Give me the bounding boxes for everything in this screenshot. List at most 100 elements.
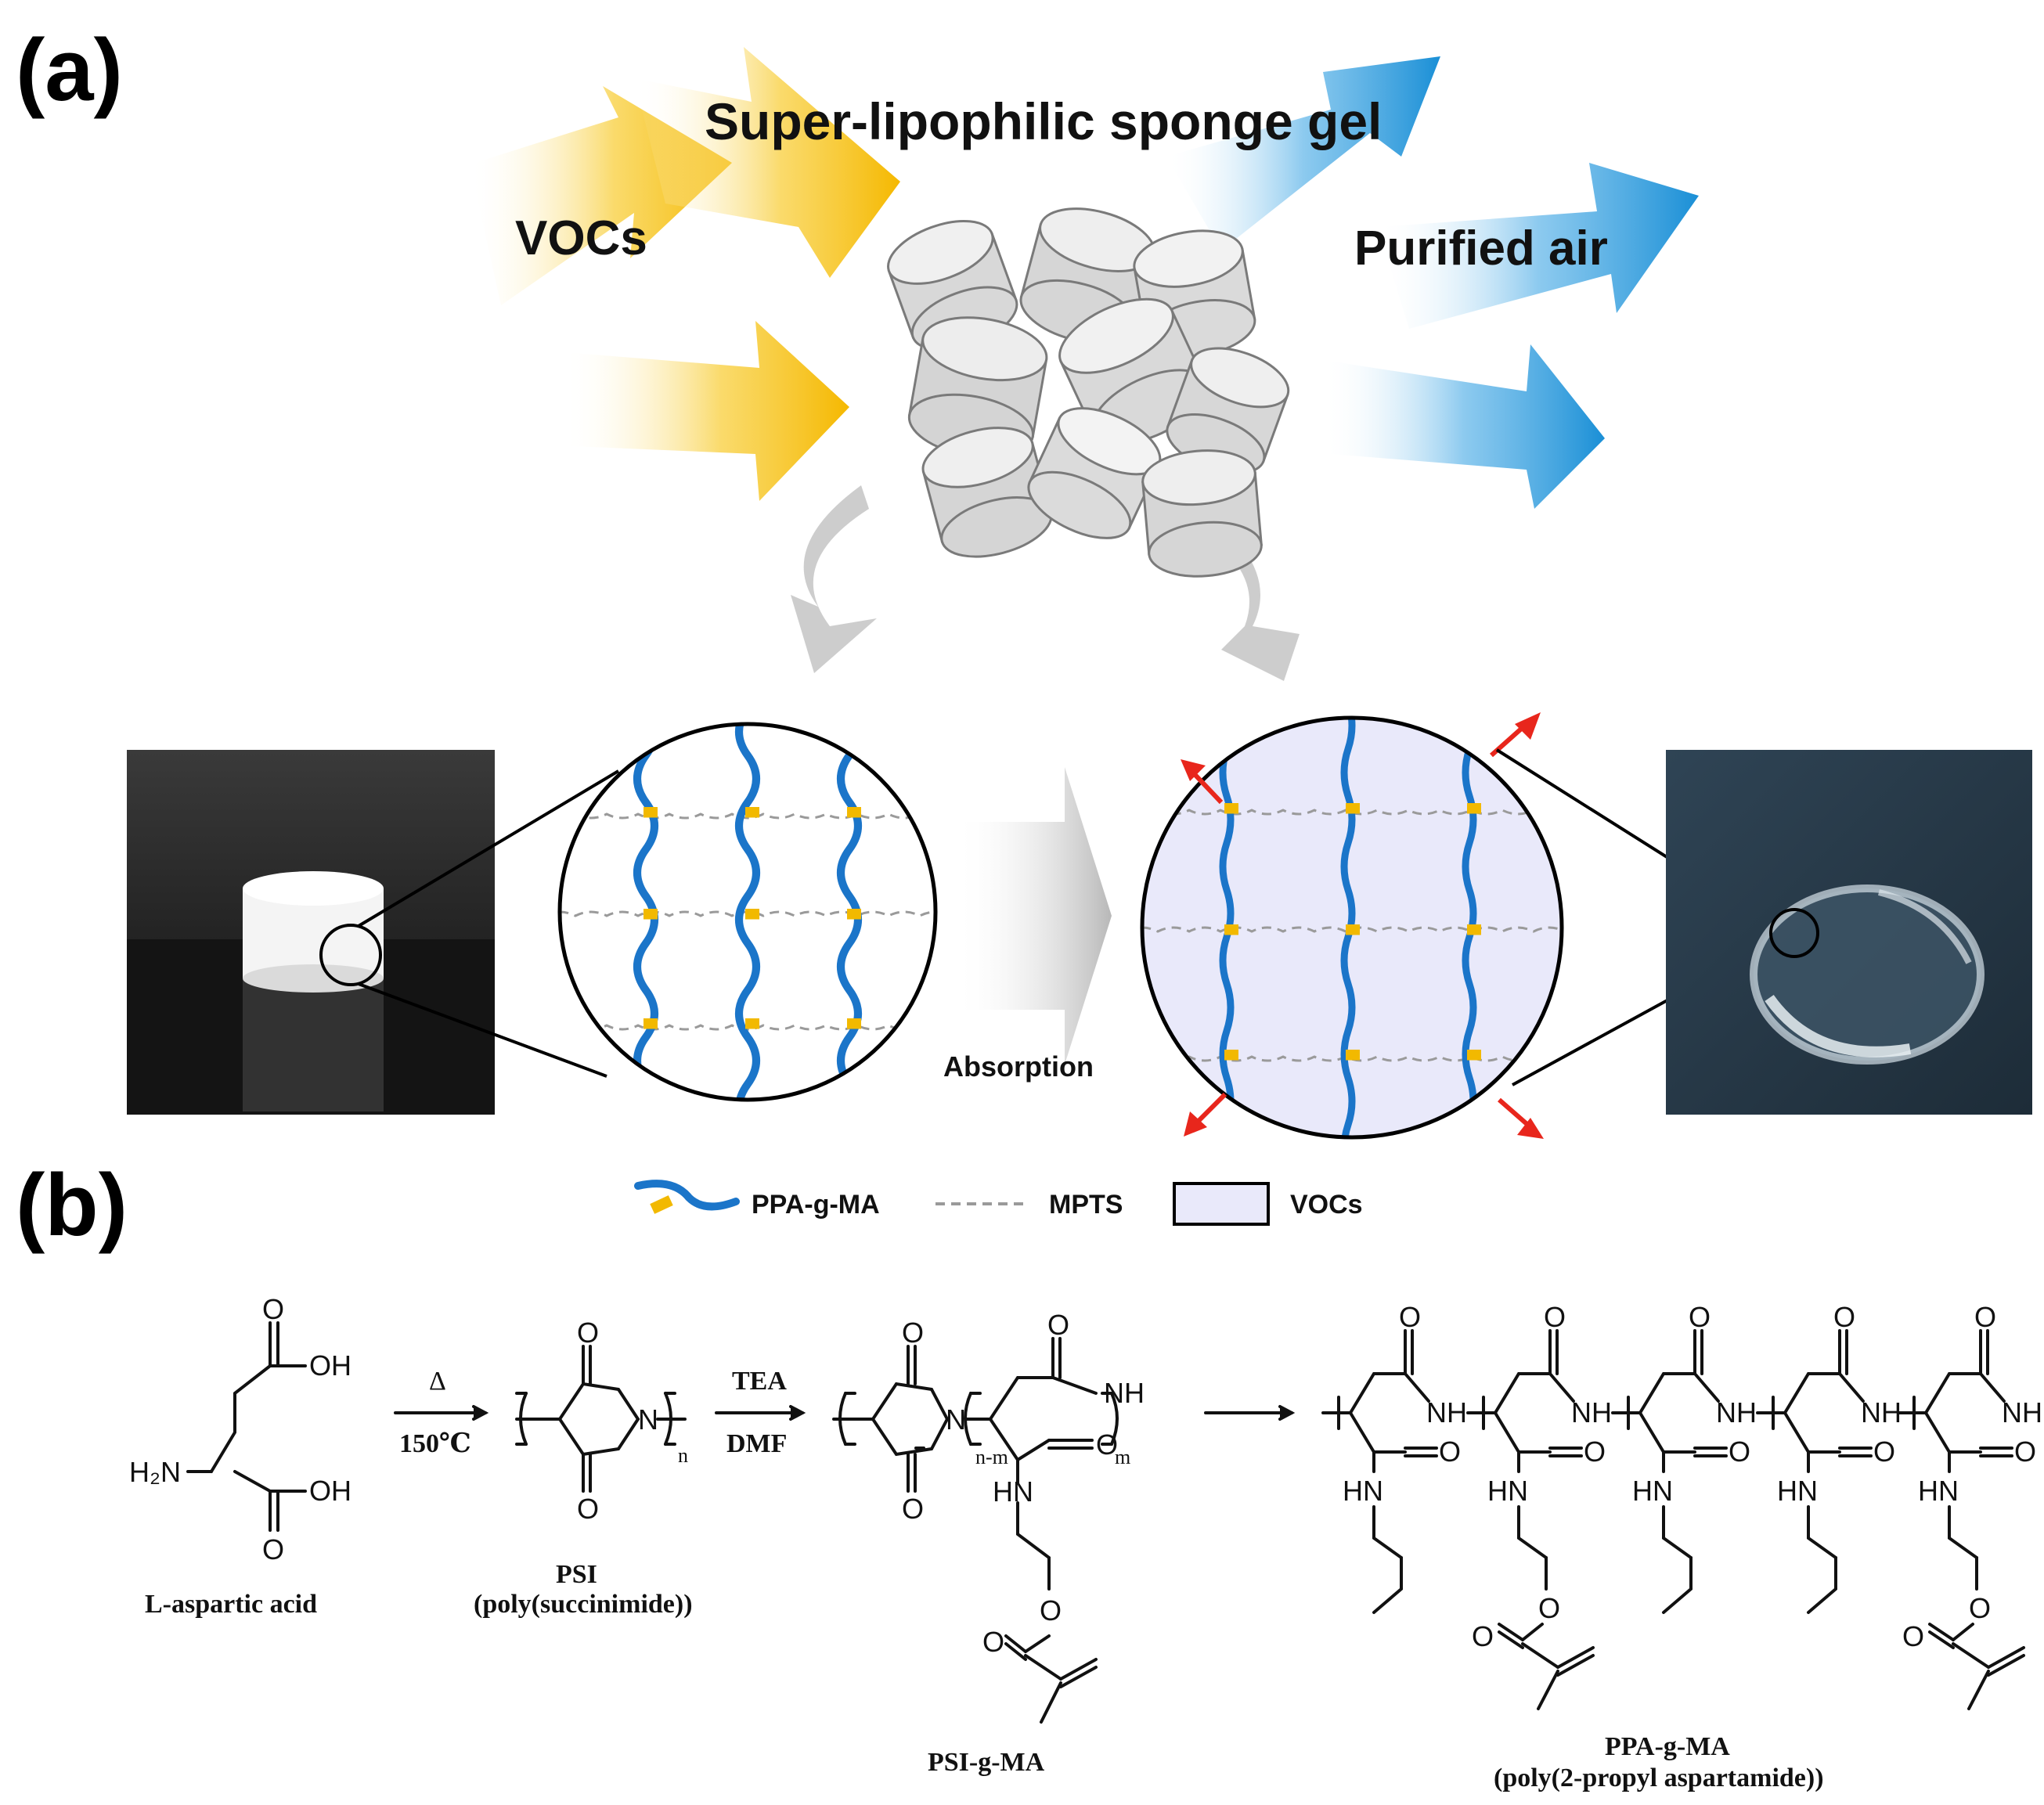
crosslink-point [1224,924,1238,935]
psi-o-top: O [577,1317,599,1349]
ppagma-atom: HN [1918,1475,1959,1507]
crosslink-point [1346,1050,1360,1061]
legend-polymer-label: PPA-g-MA [752,1190,880,1220]
ppagma-atom: O [1969,1592,1991,1624]
ppagma-atom: O [1584,1436,1606,1468]
psigma-n: N [946,1403,966,1436]
ppagma-atom: O [1902,1620,1924,1652]
photo-dry-gel [127,750,495,1115]
psigma-nh: NH [1104,1377,1145,1409]
air-arrow-3 [1323,344,1605,509]
psi-structure [515,1345,687,1493]
crosslinker-strand [1142,809,1562,816]
ppagma-atom: O [1833,1301,1855,1333]
panel-b-label: (b) [16,1156,128,1254]
crosslink-point [1467,1050,1481,1061]
aspartic-acid-structure [186,1321,307,1532]
ppagma-atom: O [1538,1592,1560,1624]
reaction-scheme [186,1321,2025,1724]
legend-solvent-label: VOCs [1290,1190,1363,1220]
crosslink-point [745,909,759,920]
absorption-arrow [955,767,1112,1065]
psigma-o-ester: O [1040,1594,1062,1627]
air-arrows [1166,56,1699,509]
polymer-chain [1219,718,1235,1137]
psigma-o-top1: O [902,1317,924,1349]
network-dry [557,722,938,1102]
asp-oh-top: OH [309,1349,351,1382]
ppagma-name: PPA-g-MA [1605,1732,1730,1761]
crosslink-point [1346,924,1360,935]
crosslinker-strand [1142,1055,1562,1062]
voc-arrow-2 [634,47,900,278]
ppagma-atom: O [1729,1436,1750,1468]
ppagma-atom: NH [2002,1396,2042,1429]
asp-h2n: H₂N [129,1456,181,1488]
polymer-chain [1340,718,1356,1137]
crosslink-point [847,909,861,920]
asp-o-bottom: O [262,1533,284,1565]
curve-arrow-left [791,485,877,673]
panel-a-label: (a) [16,21,123,119]
polymer-chain [837,724,862,1100]
ppagma-atom: O [1472,1620,1494,1652]
step2-below: DMF [726,1429,787,1458]
step1-below: 150℃ [399,1429,471,1458]
asp-o-top: O [262,1293,284,1325]
curve-arrow-right [1174,501,1300,681]
ppagma-atom: O [1689,1301,1711,1333]
psigma-hn: HN [993,1475,1033,1508]
photo-swollen-gel [1666,750,2032,1115]
ppagma-atom: O [1544,1301,1566,1333]
crosslink-point [745,807,759,818]
sponge-gel-cluster [887,207,1290,578]
polymer-chain [735,724,760,1100]
chem-labels: O OH H₂N OH O L-aspartic acid Δ 150℃ O N… [129,1293,1824,1792]
sponge-gel-title: Super-lipophilic sponge gel [705,92,1382,150]
psigma-o-top2: O [1047,1309,1069,1341]
zoom-line-left-bottom [358,982,607,1078]
crosslink-point [1224,1050,1238,1061]
ppagma-structure [1321,1329,2025,1710]
absorption-label: Absorption [943,1050,1094,1083]
legend-crosslinker-label: MPTS [1049,1190,1123,1220]
psigma-name: PSI-g-MA [928,1748,1045,1777]
crosslink-point [643,807,658,818]
ppagma-atom: NH [1861,1396,1902,1429]
ppagma-atom: NH [1571,1396,1612,1429]
ppagma-atom: NH [1426,1396,1467,1429]
polymer-chain [1462,718,1477,1137]
purified-air-label: Purified air [1354,222,1608,276]
crosslinker-strand [560,910,935,917]
voc-arrow-3 [564,321,849,501]
ppagma-full-name: (poly(2-propyl aspartamide)) [1494,1764,1824,1792]
ppagma-atom: O [2014,1436,2036,1468]
vocs-label: VOCs [515,211,647,265]
crosslink-point [1467,924,1481,935]
legend-polymer-swatch [634,1180,740,1211]
ppagma-atom: O [1439,1436,1461,1468]
psi-o-bottom: O [577,1493,599,1525]
step1-above: Δ [429,1367,446,1396]
voc-arrows [470,47,900,501]
zoom-line-left-top [357,769,620,928]
psigma-o-ester-carbonyl: O [982,1626,1004,1658]
network-swollen-content [1142,718,1562,1137]
psigma-subscript-m: m [1115,1446,1130,1468]
crosslink-point [1467,803,1481,814]
asp-oh-bottom: OH [309,1475,351,1507]
psigma-o-bottom1: O [902,1493,924,1525]
flow-arrows [791,485,1300,1065]
psigma-structure [832,1337,1119,1724]
ppagma-atom: NH [1716,1396,1757,1429]
psigma-o-carbonyl: O [1096,1429,1118,1461]
ppagma-atom: HN [1777,1475,1818,1507]
ppagma-atom: O [1399,1301,1421,1333]
psigma-subscript-nm: n-m [975,1446,1008,1468]
psi-n: N [638,1403,658,1436]
ppagma-atom: HN [1632,1475,1673,1507]
expansion-arrows [1181,712,1544,1139]
